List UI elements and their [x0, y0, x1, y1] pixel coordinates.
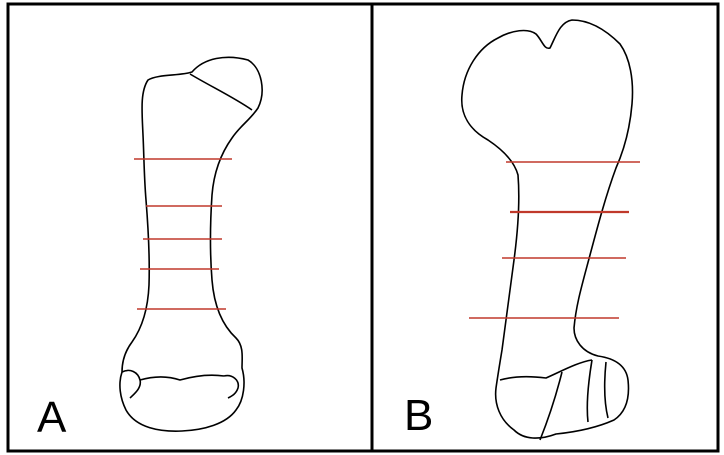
figure-frame [8, 4, 718, 451]
panel-a-condyle-right [224, 376, 238, 398]
panel-a-bone [120, 57, 262, 431]
panel-a-bone-outline [120, 57, 262, 431]
panel-b-condyle-ridge-2 [540, 372, 562, 440]
panel-b-condyle-ridge-3 [587, 360, 592, 422]
panel-b-bone [462, 20, 633, 440]
panel-a-condyle-left [122, 370, 140, 398]
panel-b-section-lines [469, 162, 640, 318]
panel-a-femoral-head-line [190, 74, 252, 110]
panel-b-condyle-ridge-1 [500, 360, 592, 380]
panel-a-label: A [37, 396, 66, 440]
panel-b-condyle-ridge-4 [605, 362, 608, 418]
panel-b-label: B [404, 394, 433, 438]
panel-a-condyle-notch [140, 375, 224, 380]
panel-b-bone-outline [462, 20, 633, 438]
